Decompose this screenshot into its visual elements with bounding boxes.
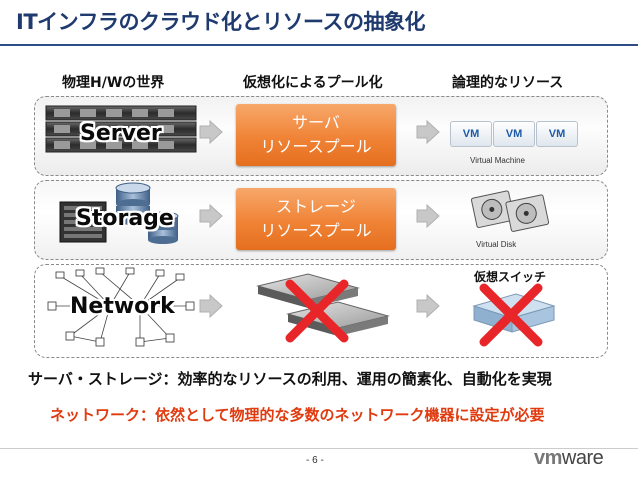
server-resource-pool: サーバ リソースプール bbox=[236, 104, 396, 166]
virtual-switch-label: 仮想スイッチ bbox=[474, 270, 547, 284]
arrow-right-icon bbox=[416, 120, 440, 144]
storage-pool-line2: リソースプール bbox=[260, 221, 372, 240]
server-pool-line2: リソースプール bbox=[260, 137, 372, 156]
title-rule bbox=[0, 44, 638, 46]
logo-vm: vm bbox=[534, 447, 562, 469]
slide-title: ITインフラのクラウド化とリソースの抽象化 bbox=[16, 10, 425, 34]
storage-pool-line1: ストレージ bbox=[276, 197, 356, 216]
server-rack-icon bbox=[45, 105, 197, 153]
arrow-right-icon bbox=[416, 204, 440, 228]
page-number: - 6 - bbox=[306, 455, 324, 466]
header-pooling: 仮想化によるプール化 bbox=[243, 75, 383, 91]
vmware-logo: vmware bbox=[534, 447, 604, 470]
cross-icon bbox=[285, 279, 349, 343]
storage-resource-pool: ストレージ リソースプール bbox=[236, 188, 396, 250]
arrow-right-icon bbox=[199, 294, 223, 318]
storage-label: Storage bbox=[76, 206, 174, 231]
summary-network: ネットワーク：依然として物理的な多数のネットワーク機器に設定が必要 bbox=[50, 406, 545, 424]
footer-rule bbox=[0, 448, 638, 449]
header-logical: 論理的なリソース bbox=[452, 75, 564, 91]
cross-icon bbox=[479, 283, 543, 347]
vm-icon: VM bbox=[493, 121, 535, 147]
summary-server-storage: サーバ・ストレージ：効率的なリソースの利用、運用の簡素化、自動化を実現 bbox=[28, 370, 552, 388]
vm-caption: Virtual Machine bbox=[470, 156, 525, 165]
vm-icon: VM bbox=[450, 121, 492, 147]
arrow-right-icon bbox=[199, 204, 223, 228]
arrow-right-icon bbox=[199, 120, 223, 144]
server-label: Server bbox=[80, 121, 162, 146]
header-physical: 物理H/Wの世界 bbox=[62, 75, 165, 91]
storage-array-icon bbox=[59, 182, 179, 244]
network-label: Network bbox=[70, 294, 175, 319]
arrow-right-icon bbox=[416, 294, 440, 318]
logo-ware: ware bbox=[561, 447, 604, 469]
vm-icon: VM bbox=[536, 121, 578, 147]
server-pool-line1: サーバ bbox=[292, 113, 340, 132]
virtual-disk-icon bbox=[470, 190, 550, 232]
network-topology-icon bbox=[47, 267, 195, 347]
virtual-disk-caption: Virtual Disk bbox=[476, 240, 517, 249]
